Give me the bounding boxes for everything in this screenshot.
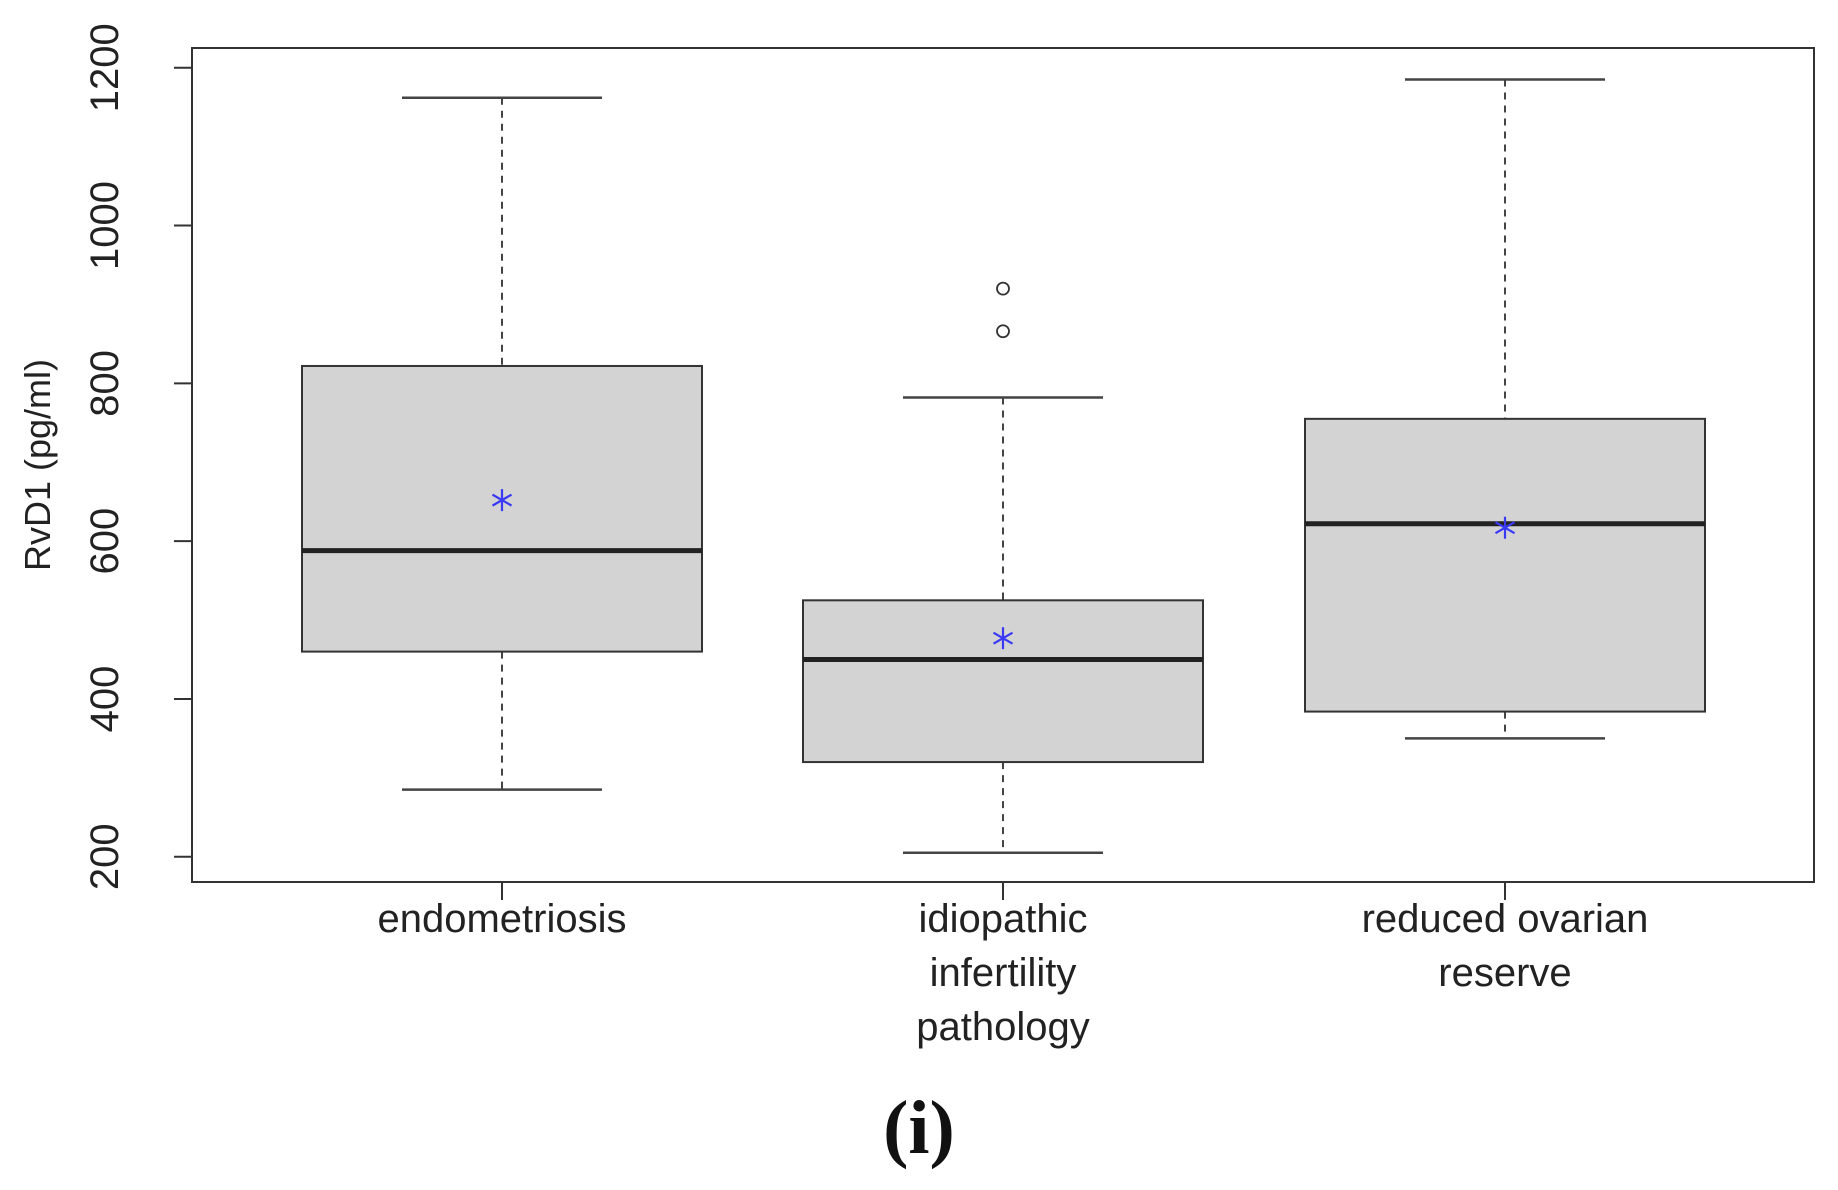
outlier-point [996,281,1010,296]
box-group [802,281,1204,855]
y-tick-label: 600 [83,508,127,575]
panel-label: (i) [883,1086,955,1170]
x-category-label-line: reduced ovarian [1362,897,1649,941]
mean-marker-stroke [491,493,513,507]
y-axis-label: RvD1 (pg/ml) [17,359,58,571]
boxes-layer [301,78,1706,855]
mean-marker-stroke [992,631,1014,645]
y-axis: 200 400 600 800 1000 1200 [83,23,193,890]
outlier-point [996,324,1010,339]
y-tick-label: 200 [83,823,127,890]
x-category-label-line: infertility [930,951,1077,995]
x-category-label: endometriosis [377,897,626,941]
x-category-label: idiopathic infertility pathology [916,897,1089,1049]
box-group [1304,78,1706,740]
box-iqr [802,599,1204,764]
mean-marker [1494,516,1516,539]
x-category-label-line: endometriosis [377,897,626,941]
box-iqr [1304,417,1706,713]
y-tick-label: 800 [83,350,127,417]
x-category-label-line: idiopathic [918,897,1087,941]
mean-marker-stroke [1494,521,1516,535]
boxplot-chart: 200 400 600 800 1000 1200 RvD1 (pg/ml) endome… [17,23,1815,1049]
box-group [301,96,703,791]
mean-marker [491,489,513,512]
x-category-label-line: reserve [1438,951,1571,995]
x-category-label-line: pathology [916,1005,1089,1049]
y-tick-label: 1000 [83,181,127,270]
mean-marker [992,627,1014,650]
x-category-label: reduced ovarian reserve [1362,897,1649,995]
y-tick-label: 1200 [83,23,127,112]
x-axis: endometriosis idiopathic infertility pathol… [377,882,1648,1049]
y-tick-label: 400 [83,666,127,733]
